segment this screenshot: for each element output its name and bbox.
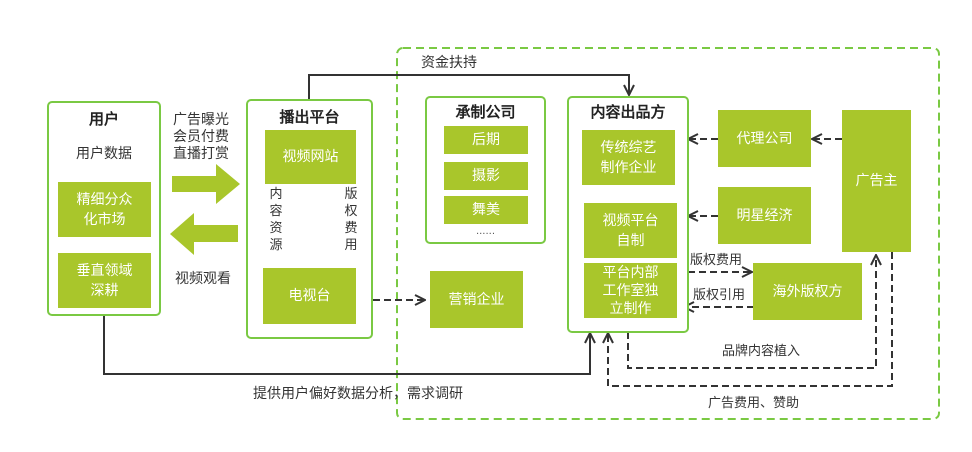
niche-market-box: 精细分众 化市场 (58, 182, 151, 237)
more-items-ellipsis: ...... (475, 226, 496, 237)
post-production-box: 后期 (444, 126, 528, 154)
brand-placement-line (627, 255, 876, 369)
overseas-copyright-box: 海外版权方 (753, 263, 862, 320)
user-panel-title: 用户 (88, 110, 119, 128)
broadcast-platform-panel: 播出平台 视频网站 电视台 (246, 99, 373, 339)
user-data-analysis-label: 提供用户偏好数据分析，需求调研 (253, 386, 463, 402)
photography-box: 摄影 (444, 162, 528, 190)
in-house-studio-box: 平台内部 工作室独 立制作 (584, 263, 677, 318)
monetization-label: 广告曝光 会员付费 直播打赏 (173, 112, 229, 162)
video-watch-label: 视频观看 (175, 271, 231, 287)
marketing-company-box: 营销企业 (430, 271, 523, 328)
ecosystem-region-border (396, 47, 940, 420)
brand-placement-label: 品牌内容植入 (722, 344, 801, 359)
ad-fee-label: 广告费用、赞助 (708, 396, 800, 411)
content-producer-panel: 内容出品方 传统综艺 制作企业 视频平台 自制 平台内部 工作室独 立制作 (567, 96, 689, 333)
tv-station-box: 电视台 (263, 268, 356, 324)
platform-self-made-box: 视频平台 自制 (584, 203, 677, 258)
funding-label: 资金扶持 (421, 55, 477, 71)
production-company-panel: 承制公司 后期 摄影 舞美 ...... (425, 96, 546, 244)
big-arrow-left (170, 213, 238, 255)
content-resource-label: 内容资源 (269, 187, 283, 253)
vertical-domain-box: 垂直领域 深耕 (58, 253, 151, 308)
agency-company-box: 代理公司 (718, 110, 811, 167)
celebrity-economy-box: 明星经济 (718, 187, 811, 244)
funding-line (308, 74, 629, 100)
user-panel: 用户 用户数据 精细分众 化市场 垂直领域 深耕 (47, 101, 161, 316)
production-company-title: 承制公司 (455, 103, 516, 121)
traditional-variety-box: 传统综艺 制作企业 (582, 130, 675, 185)
big-arrow-right (172, 164, 240, 204)
video-site-box: 视频网站 (265, 130, 356, 184)
stage-design-box: 舞美 (444, 196, 528, 224)
user-data-label: 用户数据 (76, 146, 132, 162)
copyright-fee-vertical-label: 版权费用 (344, 187, 358, 253)
ad-fee-line (608, 252, 893, 387)
advertiser-box: 广告主 (842, 110, 911, 252)
broadcast-platform-title: 播出平台 (279, 108, 340, 126)
user-data-line (103, 315, 590, 375)
content-producer-title: 内容出品方 (590, 103, 666, 121)
copyright-fee-label: 版权费用 (690, 253, 743, 268)
copyright-ref-label: 版权引用 (693, 288, 746, 303)
